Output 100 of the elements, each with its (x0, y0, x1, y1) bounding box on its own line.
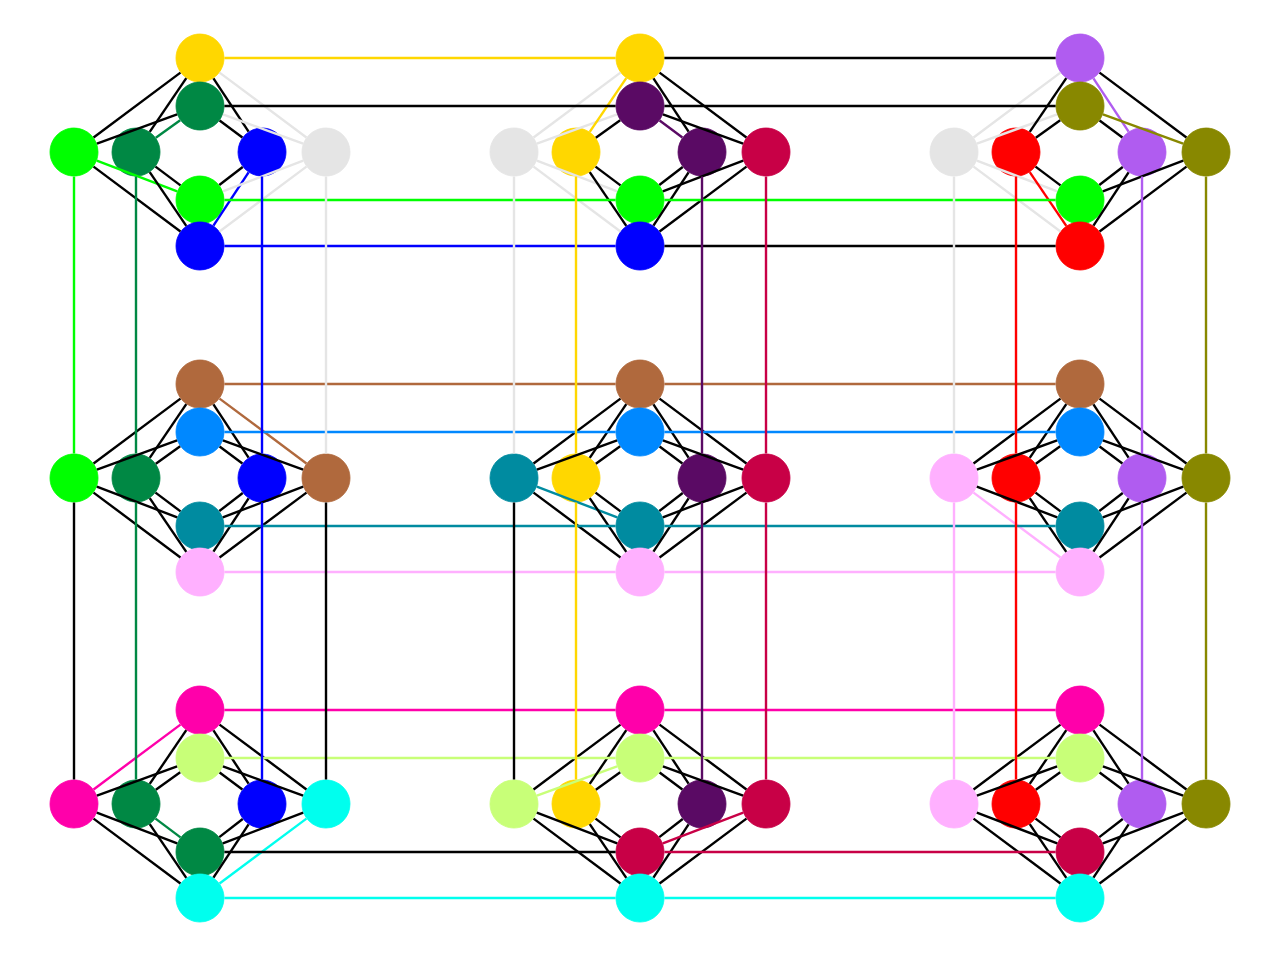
graph-edge (96, 811, 178, 845)
graph-edge (532, 397, 622, 465)
graph-edge (218, 492, 244, 512)
graph-edge (976, 485, 1058, 519)
graph-edge (664, 524, 1056, 528)
graph-edge (1035, 445, 1061, 465)
graph-edge (664, 850, 1056, 854)
graph-edge (1092, 171, 1130, 227)
graph-vertex (301, 779, 351, 829)
graph-edge (1098, 166, 1124, 186)
graph-edge (658, 818, 684, 838)
graph-edge (588, 823, 628, 879)
graph-edge (664, 104, 1056, 108)
graph-edge (658, 771, 684, 791)
graph-vertex (615, 827, 665, 877)
graph-edge (532, 165, 622, 233)
graph-edge (662, 439, 744, 471)
graph-edge (224, 524, 616, 528)
graph-edge (1092, 823, 1130, 879)
graph-edge (652, 171, 690, 227)
graph-edge (224, 104, 616, 108)
graph-edge (658, 119, 684, 139)
graph-edge (976, 159, 1058, 193)
graph-edge (662, 113, 744, 145)
graph-edge (1098, 165, 1188, 233)
graph-edge (224, 570, 616, 574)
graph-vertex (175, 827, 225, 877)
graph-edge (154, 817, 182, 839)
graph-edge (664, 244, 1056, 248)
graph-vertex (1055, 175, 1105, 225)
graph-edge (222, 159, 304, 193)
graph-edge (1098, 119, 1124, 139)
graph-edge (1028, 77, 1068, 133)
graph-edge (218, 165, 308, 233)
graph-edge (594, 165, 622, 187)
graph-edge (1102, 113, 1184, 145)
graph-edge (594, 817, 622, 839)
graph-edge (1102, 159, 1184, 193)
graph-edge (658, 723, 748, 791)
graph-edge (218, 71, 308, 139)
graph-edge (664, 198, 1056, 202)
graph-vertex (615, 359, 665, 409)
graph-vertex (175, 733, 225, 783)
graph-vertex (615, 501, 665, 551)
graph-vertex (551, 453, 601, 503)
graph-edge (96, 159, 178, 193)
graph-edge (92, 71, 182, 139)
graph-edge (218, 723, 308, 791)
graph-vertex (1117, 779, 1167, 829)
graph-edge (218, 445, 244, 465)
graph-vertex (175, 501, 225, 551)
graph-edge (224, 850, 616, 854)
graph-vertex (991, 453, 1041, 503)
graph-edge (1092, 497, 1130, 553)
graph-vertex (489, 779, 539, 829)
graph-edge (224, 198, 616, 202)
graph-edge (260, 502, 264, 780)
graph-vertex (615, 733, 665, 783)
graph-vertex (929, 127, 979, 177)
graph-edge (662, 159, 744, 193)
graph-edge (664, 56, 1056, 60)
graph-vertex (1055, 81, 1105, 131)
graph-vertex (301, 127, 351, 177)
graph-vertex (175, 175, 225, 225)
graph-edge (1204, 176, 1208, 454)
graph-edge (1102, 485, 1184, 519)
graph-edge (134, 176, 138, 454)
graph-edge (662, 765, 744, 797)
graph-vertex (1117, 127, 1167, 177)
graph-edge (222, 439, 304, 471)
graph-edge (658, 817, 748, 885)
graph-vertex (489, 127, 539, 177)
graph-edge (224, 244, 616, 248)
graph-vertex (991, 127, 1041, 177)
graph-edge (92, 723, 182, 791)
graph-edge (972, 397, 1062, 465)
graph-edge (952, 502, 956, 780)
graph-edge (148, 171, 188, 227)
graph-edge (96, 765, 178, 797)
graph-edge (658, 165, 748, 233)
graph-edge (532, 491, 622, 559)
graph-vertex (111, 779, 161, 829)
graph-vertex (175, 873, 225, 923)
graph-edge (1092, 729, 1130, 785)
graph-vertex (741, 779, 791, 829)
graph-edge (1098, 397, 1188, 465)
graph-edge (588, 497, 628, 553)
graph-vertex (1055, 407, 1105, 457)
graph-edge (664, 430, 1056, 434)
graph-edge (1140, 502, 1144, 780)
graph-vertex (175, 407, 225, 457)
graph-edge (595, 119, 621, 139)
graph-vertex (615, 175, 665, 225)
graph-edge (154, 165, 182, 187)
graph-edge (588, 171, 628, 227)
graph-vertex (929, 453, 979, 503)
graph-edge (662, 485, 744, 519)
graph-vertex (175, 33, 225, 83)
graph-edge (658, 166, 684, 186)
graph-edge (222, 485, 304, 519)
